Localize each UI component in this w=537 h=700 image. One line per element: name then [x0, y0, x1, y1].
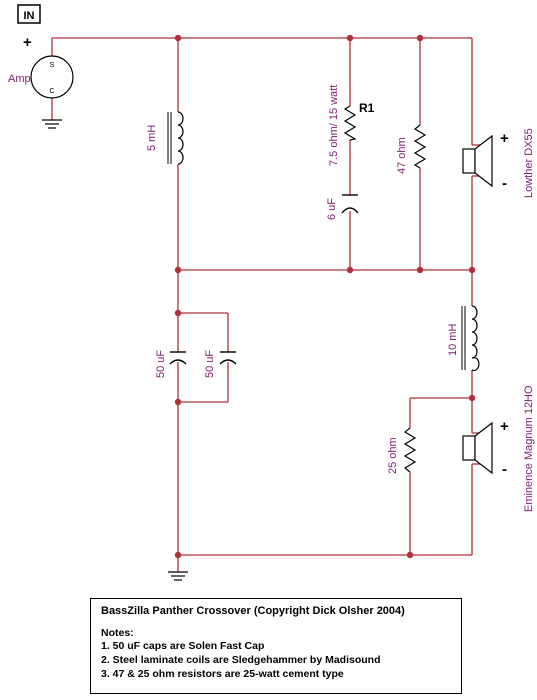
circuit-ground-symbol: [168, 571, 188, 581]
capacitor-50uf-a-label: 50 uF: [155, 350, 167, 378]
notes-title: BassZilla Panther Crossover (Copyright D…: [101, 605, 405, 617]
resistor-47ohm: [413, 124, 427, 169]
in-label: IN: [24, 10, 35, 22]
resistor-47ohm-label: 47 ohm: [396, 137, 408, 174]
resistor-r1-name: R1: [359, 101, 375, 115]
amp-plus-label: +: [23, 34, 32, 51]
capacitor-50uf-b: [219, 351, 237, 365]
capacitor-50uf-a: [169, 351, 187, 365]
note-line-2: 2. Steel laminate coils are Sledgehammer…: [101, 654, 381, 666]
amp-source: S C Amp +: [8, 34, 74, 99]
wires: [51, 37, 487, 572]
notes-heading: Notes:: [101, 627, 134, 639]
speaker-lowther-label: Lowther DX55: [523, 128, 535, 198]
amp-terminal-c: C: [49, 88, 54, 95]
resistor-r1-value: 7.5 ohm/ 15 watt: [328, 85, 340, 166]
resistor-25ohm: [403, 427, 417, 473]
inductor-10mh-label: 10 mH: [447, 324, 459, 356]
note-line-3: 3. 47 & 25 ohm resistors are 25-watt cem…: [101, 668, 344, 680]
inductor-10mh: [461, 305, 480, 372]
note-line-1: 1. 50 uF caps are Solen Fast Cap: [101, 640, 265, 652]
junction-nodes: [174, 34, 476, 559]
notes-box: BassZilla Panther Crossover (Copyright D…: [90, 598, 462, 694]
speaker-eminence-icon: [462, 421, 493, 475]
capacitor-50uf-b-label: 50 uF: [204, 350, 216, 378]
inductor-5mh-label: 5 mH: [146, 125, 158, 151]
capacitor-6uf-label: 6 uF: [326, 198, 338, 220]
in-input-box: IN: [17, 4, 41, 24]
capacitor-6uf: [341, 194, 359, 214]
speaker-lowther-minus: -: [502, 175, 507, 192]
resistor-25ohm-label: 25 ohm: [387, 437, 399, 474]
amp-terminal-s: S: [50, 62, 55, 69]
speaker-eminence-plus: +: [500, 418, 509, 435]
amp-label: Amp: [8, 73, 31, 85]
inductor-5mh: [167, 111, 184, 165]
speaker-lowther-icon: [462, 134, 493, 188]
speaker-eminence-minus: -: [502, 461, 507, 478]
speaker-lowther-plus: +: [500, 130, 509, 147]
resistor-r1: [343, 105, 357, 141]
amp-ground-symbol: [42, 119, 62, 129]
speaker-eminence-label: Eminence Magnum 12HO: [523, 385, 535, 512]
